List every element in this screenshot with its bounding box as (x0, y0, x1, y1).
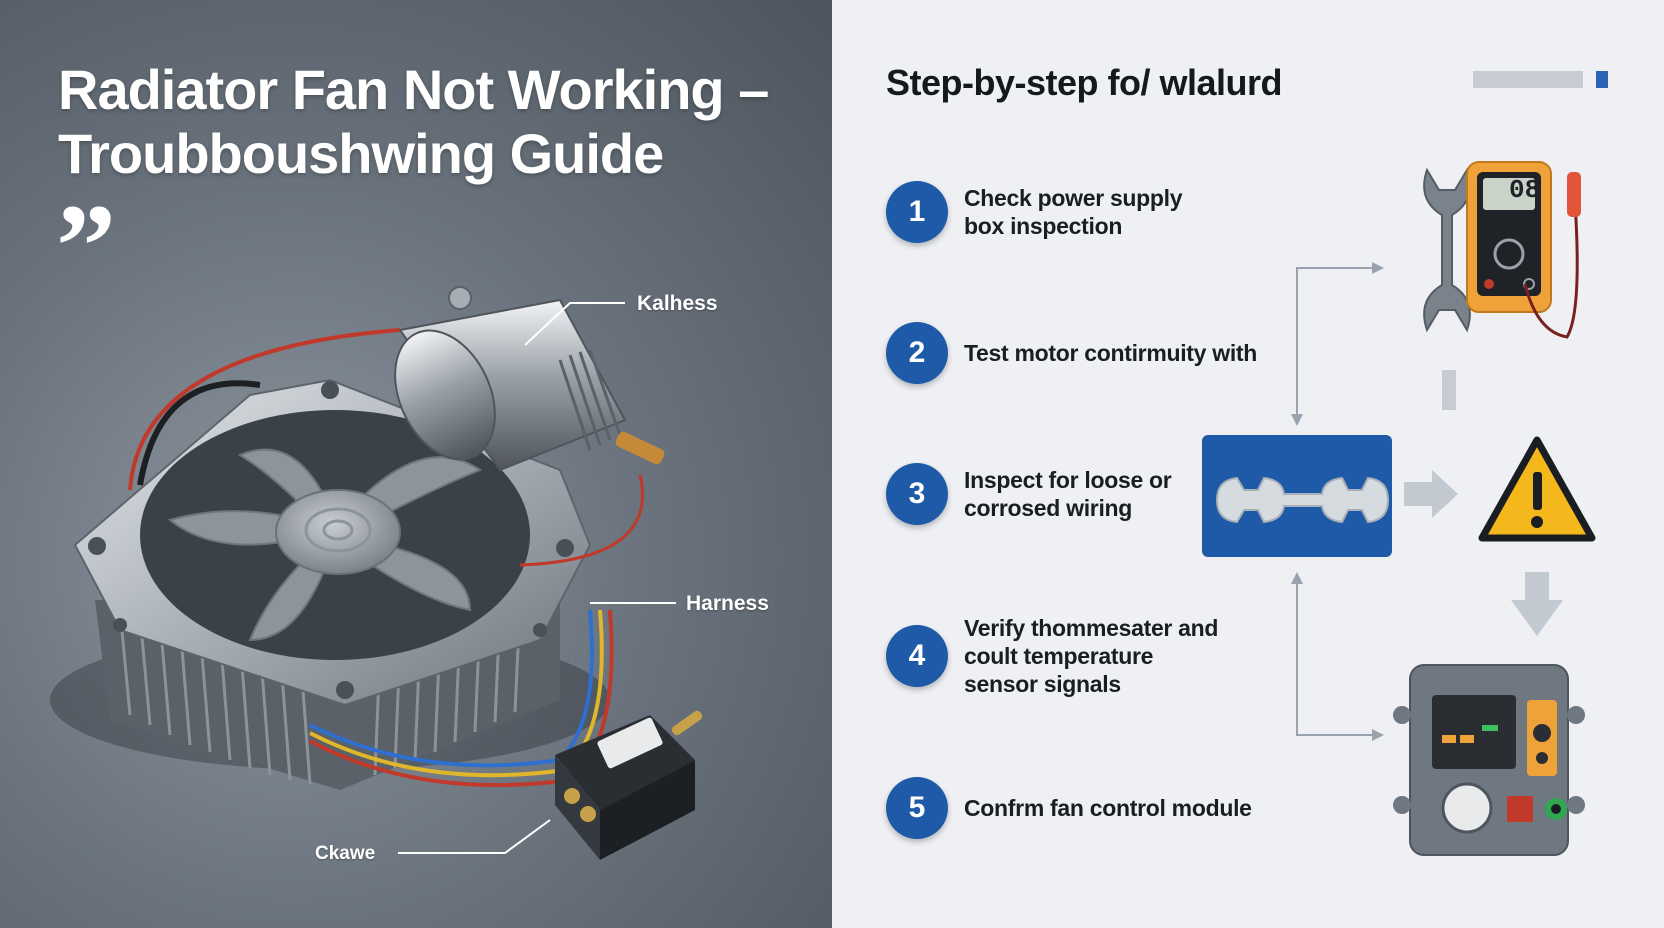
step-line: Test motor contirmuity with (964, 340, 1258, 366)
title-line-2: Troubboushwing Guide (58, 122, 664, 185)
step-number-badge: 3 (886, 463, 948, 525)
title-line-1: Radiator Fan Not Working – (58, 58, 769, 121)
step-line: sensor signals (964, 671, 1121, 697)
step-line: corrosed wiring (964, 495, 1133, 521)
step-line: box inspection (964, 213, 1123, 239)
step-line: coult temperature (964, 643, 1154, 669)
step-text: Confrm fan control module (964, 794, 1252, 822)
multimeter-display: 08 (1509, 175, 1540, 205)
step-1: 1 Check power supply box inspection (886, 181, 1183, 243)
decor-bar (1473, 71, 1583, 88)
steps-title: Step-by-step fo/ wlalurd (886, 62, 1283, 103)
control-module-icon (1393, 664, 1585, 856)
step-text: Inspect for loose or corrosed wiring (964, 466, 1172, 522)
step-text: Verify thommesater and coult temperature… (964, 614, 1218, 698)
arrow-right-icon (1404, 470, 1458, 518)
step-number-badge: 5 (886, 777, 948, 839)
wrench-icon (1423, 167, 1471, 333)
fan-motor (394, 286, 665, 472)
wrench-panel-icon (1202, 435, 1392, 557)
step-line: Inspect for loose or (964, 467, 1172, 493)
callout-line-top (524, 302, 625, 346)
multimeter-icon (1466, 161, 1581, 339)
step-3: 3 Inspect for loose or corrosed wiring (886, 463, 1172, 525)
step-number-badge: 4 (886, 625, 948, 687)
radiator-fan-illustration (50, 286, 703, 860)
step-number-badge: 2 (886, 322, 948, 384)
step-line: Confrm fan control module (964, 795, 1252, 821)
connector-arrowheads (1291, 262, 1384, 741)
callout-line-bottom (398, 819, 551, 854)
quote-mark: ” (56, 179, 116, 312)
step-4: 4 Verify thommesater and coult temperatu… (886, 614, 1218, 698)
callout-label-top: Kalhess (637, 292, 718, 315)
tools-diagram: 08 (1202, 161, 1596, 856)
callout-label-harness: Harness (686, 592, 769, 615)
warning-icon (1478, 436, 1596, 542)
illustration-panel: Radiator Fan Not Working – Troubboushwin… (0, 0, 832, 928)
step-number-badge: 1 (886, 181, 948, 243)
steps-panel: Step-by-step fo/ wlalurd (832, 0, 1664, 928)
wiring-connector (555, 710, 703, 860)
connector-lines (1296, 267, 1372, 736)
step-2: 2 Test motor contirmuity with (886, 322, 1257, 384)
step-line: Verify thommesater and (964, 615, 1219, 641)
page-title: Radiator Fan Not Working – Troubboushwin… (58, 58, 778, 186)
step-line: Check power supply (964, 185, 1183, 211)
callout-label-bottom: Ckawe (315, 843, 376, 864)
step-5: 5 Confrm fan control module (886, 777, 1252, 839)
decor-square (1596, 71, 1608, 88)
divider-mark (1442, 370, 1456, 410)
step-text: Check power supply box inspection (964, 184, 1183, 240)
step-text: Test motor contirmuity with (964, 339, 1257, 367)
arrow-down-icon (1511, 572, 1563, 636)
